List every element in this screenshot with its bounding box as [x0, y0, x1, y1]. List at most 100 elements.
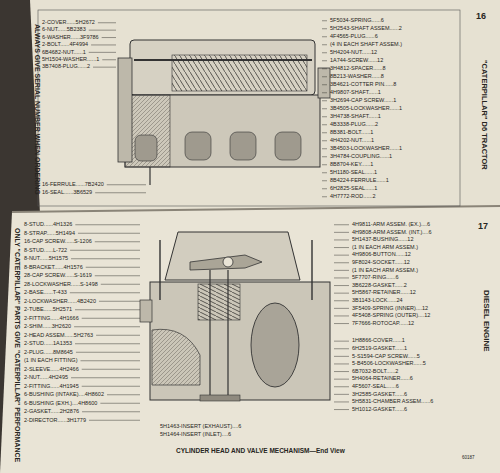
- leader-line: [334, 255, 349, 256]
- fitting: [140, 300, 152, 322]
- leader-line: [334, 308, 349, 309]
- leader-line: [334, 386, 349, 387]
- leader-line: [334, 285, 349, 286]
- leader-line: [100, 403, 140, 404]
- leader-line: [322, 148, 327, 149]
- leader-line: [91, 44, 116, 45]
- part-callout: 4H9806-BUTTON......12: [352, 252, 411, 258]
- part-callout: (1 IN EACH ARM ASSEM.): [352, 245, 418, 251]
- part-callout: 2-PLUG......8M8645: [24, 350, 73, 356]
- port: [185, 132, 211, 160]
- part-callout: 4H9807-SHAFT......1: [330, 90, 381, 96]
- part-callout: 6H2825-SEAL......1: [330, 186, 377, 192]
- stud: [159, 240, 160, 300]
- port: [275, 132, 301, 160]
- leader-line: [101, 284, 140, 285]
- leader-line: [89, 420, 140, 421]
- leader-line: [322, 36, 327, 37]
- leader-line: [82, 411, 140, 412]
- seal-rod: [149, 167, 150, 185]
- part-callout: 2-SLEEVE......4H2466: [24, 367, 79, 373]
- leader-line: [334, 262, 349, 263]
- part-callout: 8B4224-FERRULE......1: [330, 178, 389, 184]
- coupling: [318, 68, 330, 98]
- leader-line: [80, 360, 140, 361]
- leader-line: [334, 394, 349, 395]
- part-callout: 8B381-BOLT......1: [330, 130, 373, 136]
- leader-line: [86, 267, 140, 268]
- part-callout: 4H7772-ROD......2: [330, 194, 376, 200]
- leader-line: [334, 277, 349, 278]
- part-callout: 5H2543-SHAFT ASSEM......2: [330, 26, 402, 32]
- part-callout: 5H5867-RETAINER......12: [352, 290, 416, 296]
- part-callout: 3B4503-LOCKWASHER......1: [330, 146, 402, 152]
- leader-line: [334, 409, 349, 410]
- leader-line: [89, 30, 116, 31]
- part-callout: 2-BASE......T-433: [24, 290, 67, 296]
- leader-line: [99, 301, 140, 302]
- part-callout: 4F5607-SEAL......6: [352, 384, 399, 390]
- leader-line: [334, 348, 349, 349]
- leader-line: [70, 292, 140, 293]
- leader-line: [102, 59, 116, 60]
- part-callout: 3H4812-SPACER......8: [330, 66, 386, 72]
- part-callout: 2-STUD......1A1353: [24, 341, 72, 347]
- part-callout: 3H4784-COUPLING......1: [330, 154, 392, 160]
- leader-line: [322, 116, 327, 117]
- part-callout: 16-SEAL......3B6529: [42, 190, 92, 196]
- page-frame: [38, 10, 460, 206]
- part-callout: 16-CAP SCREW......S-1206: [24, 239, 92, 245]
- part-callout: 5H4064-RETAINER......6: [352, 376, 413, 382]
- leader-line: [76, 352, 140, 353]
- part-callout: 5H1463-INSERT (EXHAUST)....6: [160, 424, 241, 430]
- leader-line: [334, 247, 349, 248]
- leader-line: [75, 343, 140, 344]
- part-callout: 6-BUSHING (EXH.)....4H8600: [24, 401, 97, 407]
- rocker-shaft: [223, 257, 233, 267]
- leader-line: [322, 132, 327, 133]
- part-callout: 7F7666-ROTOCAP......12: [352, 321, 414, 327]
- part-callout: 3H4738-SHAFT......1: [330, 114, 381, 120]
- part-callout: 6H2519-GASKET......1: [352, 346, 407, 352]
- part-callout: 6-NUT......5B2383: [42, 27, 86, 33]
- part-callout: 5-B4506-LOCKWASHER......5: [352, 361, 426, 367]
- part-callout: 8-STUD......L-722: [24, 248, 67, 254]
- leader-line: [95, 275, 140, 276]
- leader-line: [334, 300, 349, 301]
- part-callout: 2-DIRECTOR......3H1779: [24, 418, 86, 424]
- page-sheet: [30, 0, 500, 214]
- precombustion-chamber: [251, 303, 299, 387]
- leader-line: [78, 233, 140, 234]
- leader-line: [93, 67, 116, 68]
- part-callout: 8-STRAP......5H1494: [24, 231, 75, 237]
- leader-line: [322, 68, 327, 69]
- leader-line: [322, 124, 327, 125]
- stud: [311, 240, 312, 300]
- part-callout: 4B3338-PLUG......2: [330, 122, 378, 128]
- leader-line: [322, 28, 327, 29]
- valve-seat: [200, 395, 240, 401]
- part-callout: 3H2694-CAP SCREW......1: [330, 98, 396, 104]
- part-callout: 2-GASKET......2H2876: [24, 409, 79, 415]
- part-callout: 2-LOCKWASHER......4B2420: [24, 299, 96, 305]
- part-callout: 8-STUD......4H1326: [24, 222, 72, 228]
- part-callout: 2-FITTING......4H1666: [24, 316, 79, 322]
- part-callout: 8-BRACKET......4H1576: [24, 265, 83, 271]
- part-callout: 2-BOLT......4F4994: [42, 42, 88, 48]
- caption: CYLINDER HEAD AND VALVE MECHANISM—End Vi…: [176, 448, 345, 455]
- leader-line: [322, 100, 327, 101]
- leader-line: [322, 92, 327, 93]
- part-callout: 16-FERRULE......7B2420: [42, 182, 104, 188]
- part-callout: 6-WASHER......3F9786: [42, 35, 99, 41]
- part-callout: 1H8866-COVER......1: [352, 338, 405, 344]
- page-number: 16: [476, 12, 486, 21]
- page-number: 60187: [462, 456, 475, 461]
- part-callout: 3B4621-COTTER PIN......8: [330, 82, 396, 88]
- part-callout: 5H1464-INSERT (INLET)....6: [160, 432, 231, 438]
- part-callout: 5-S1594-CAP SCREW......5: [352, 354, 420, 360]
- rocker-shaft: [134, 59, 312, 61]
- leader-line: [74, 326, 140, 327]
- part-callout: 5F5034-SPRING......6: [330, 18, 384, 24]
- part-callout: 2-TUBE......5H2571: [24, 307, 72, 313]
- leader-line: [334, 323, 349, 324]
